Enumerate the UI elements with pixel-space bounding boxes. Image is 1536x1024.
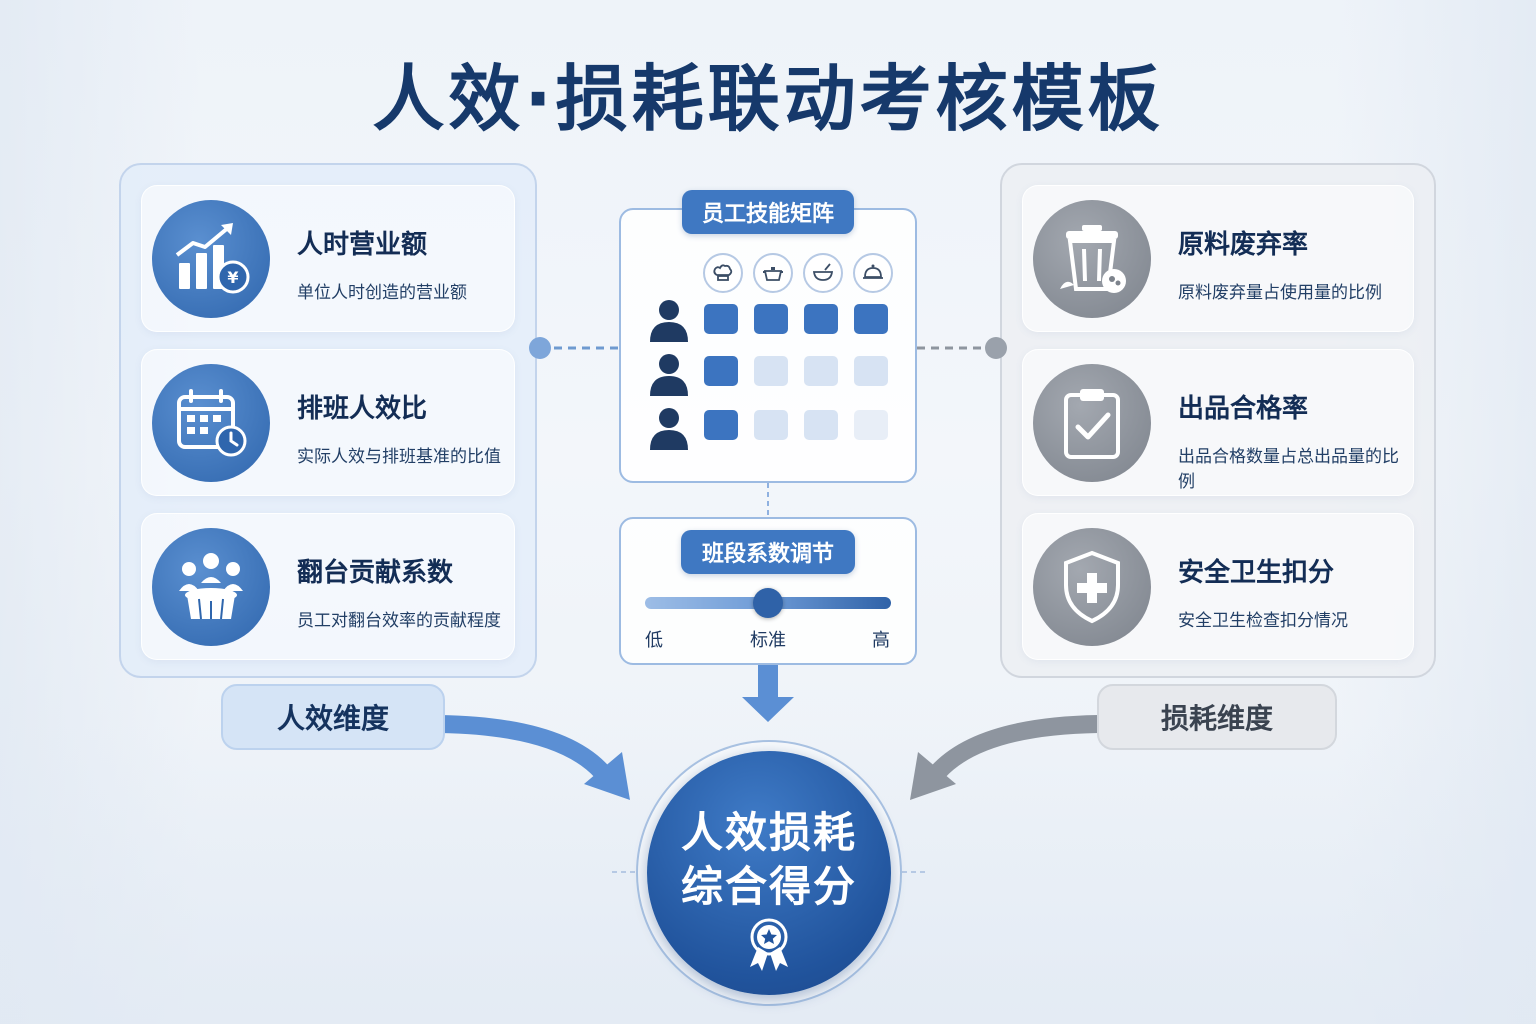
cloche-icon [853,253,893,293]
skill-cell [804,304,838,334]
skill-cell [754,304,788,334]
metric-title: 原料废弃率 [1178,230,1309,260]
metric-card-hourly-revenue: ¥ 人时营业额 单位人时创造的营业额 [141,185,515,332]
metric-title: 安全卫生扣分 [1178,558,1335,588]
coefficient-slider-knob[interactable] [753,588,783,618]
score-title-line2: 综合得分 [680,862,857,911]
loss-panel: 原料废弃率 原料废弃量占使用量的比例 出品合格率 出品合格数量占总出品量的比例 … [1000,163,1436,678]
employee-avatar-icon [648,352,690,396]
skill-cell [854,410,888,440]
composite-score-circle: 人效损耗 综合得分 [647,751,891,995]
shift-coefficient-title: 班段系数调节 [681,530,855,574]
skill-cell [854,356,888,386]
employee-avatar-icon [648,298,690,342]
score-title-line1: 人效损耗 [680,808,857,857]
metric-title: 排班人效比 [297,394,428,424]
slider-label-standard: 标准 [750,630,786,651]
metric-desc: 出品合格数量占总出品量的比例 [1178,447,1399,492]
metric-desc: 安全卫生检查扣分情况 [1178,611,1348,631]
skill-cell [704,356,738,386]
metric-title: 出品合格率 [1178,394,1309,424]
dining-table-icon [152,528,270,646]
skill-matrix-title: 员工技能矩阵 [682,190,854,234]
metric-card-waste-rate: 原料废弃率 原料废弃量占使用量的比例 [1022,185,1414,332]
skill-cell [754,356,788,386]
skill-cell [704,410,738,440]
employee-avatar-icon [648,406,690,450]
pot-icon [753,253,793,293]
metric-title: 人时营业额 [297,230,428,260]
star-ribbon-icon [750,918,788,971]
metric-card-shift-efficiency: 排班人效比 实际人效与排班基准的比值 [141,349,515,496]
bowl-icon [803,253,843,293]
skill-cell [704,304,738,334]
shield-plus-icon [1033,528,1151,646]
metric-desc: 原料废弃量占使用量的比例 [1178,283,1382,303]
page-title: 人效·损耗联动考核模板 [372,57,1164,141]
metric-title: 翻台贡献系数 [297,558,454,588]
clipboard-check-icon [1033,364,1151,482]
efficiency-dimension-label: 人效维度 [221,684,445,750]
chart-yen-icon: ¥ [152,200,270,318]
metric-desc: 员工对翻台效率的贡献程度 [297,611,501,631]
metric-card-table-turnover: 翻台贡献系数 员工对翻台效率的贡献程度 [141,513,515,660]
efficiency-panel: ¥ 人时营业额 单位人时创造的营业额 排班人效比 实际人效与排班基准的比值 [119,163,537,678]
metric-card-pass-rate: 出品合格率 出品合格数量占总出品量的比例 [1022,349,1414,496]
calendar-clock-icon [152,364,270,482]
metric-card-safety-deduction: 安全卫生扣分 安全卫生检查扣分情况 [1022,513,1414,660]
skill-cell [804,410,838,440]
loss-dimension-label: 损耗维度 [1097,684,1337,750]
chef-hat-icon [703,253,743,293]
slider-label-high: 高 [872,630,890,651]
metric-desc: 单位人时创造的营业额 [297,283,467,303]
skill-cell [754,410,788,440]
svg-text:¥: ¥ [227,268,238,287]
skill-cell [804,356,838,386]
metric-desc: 实际人效与排班基准的比值 [297,447,501,467]
slider-label-low: 低 [645,630,663,651]
trash-bin-icon [1033,200,1151,318]
skill-cell [854,304,888,334]
